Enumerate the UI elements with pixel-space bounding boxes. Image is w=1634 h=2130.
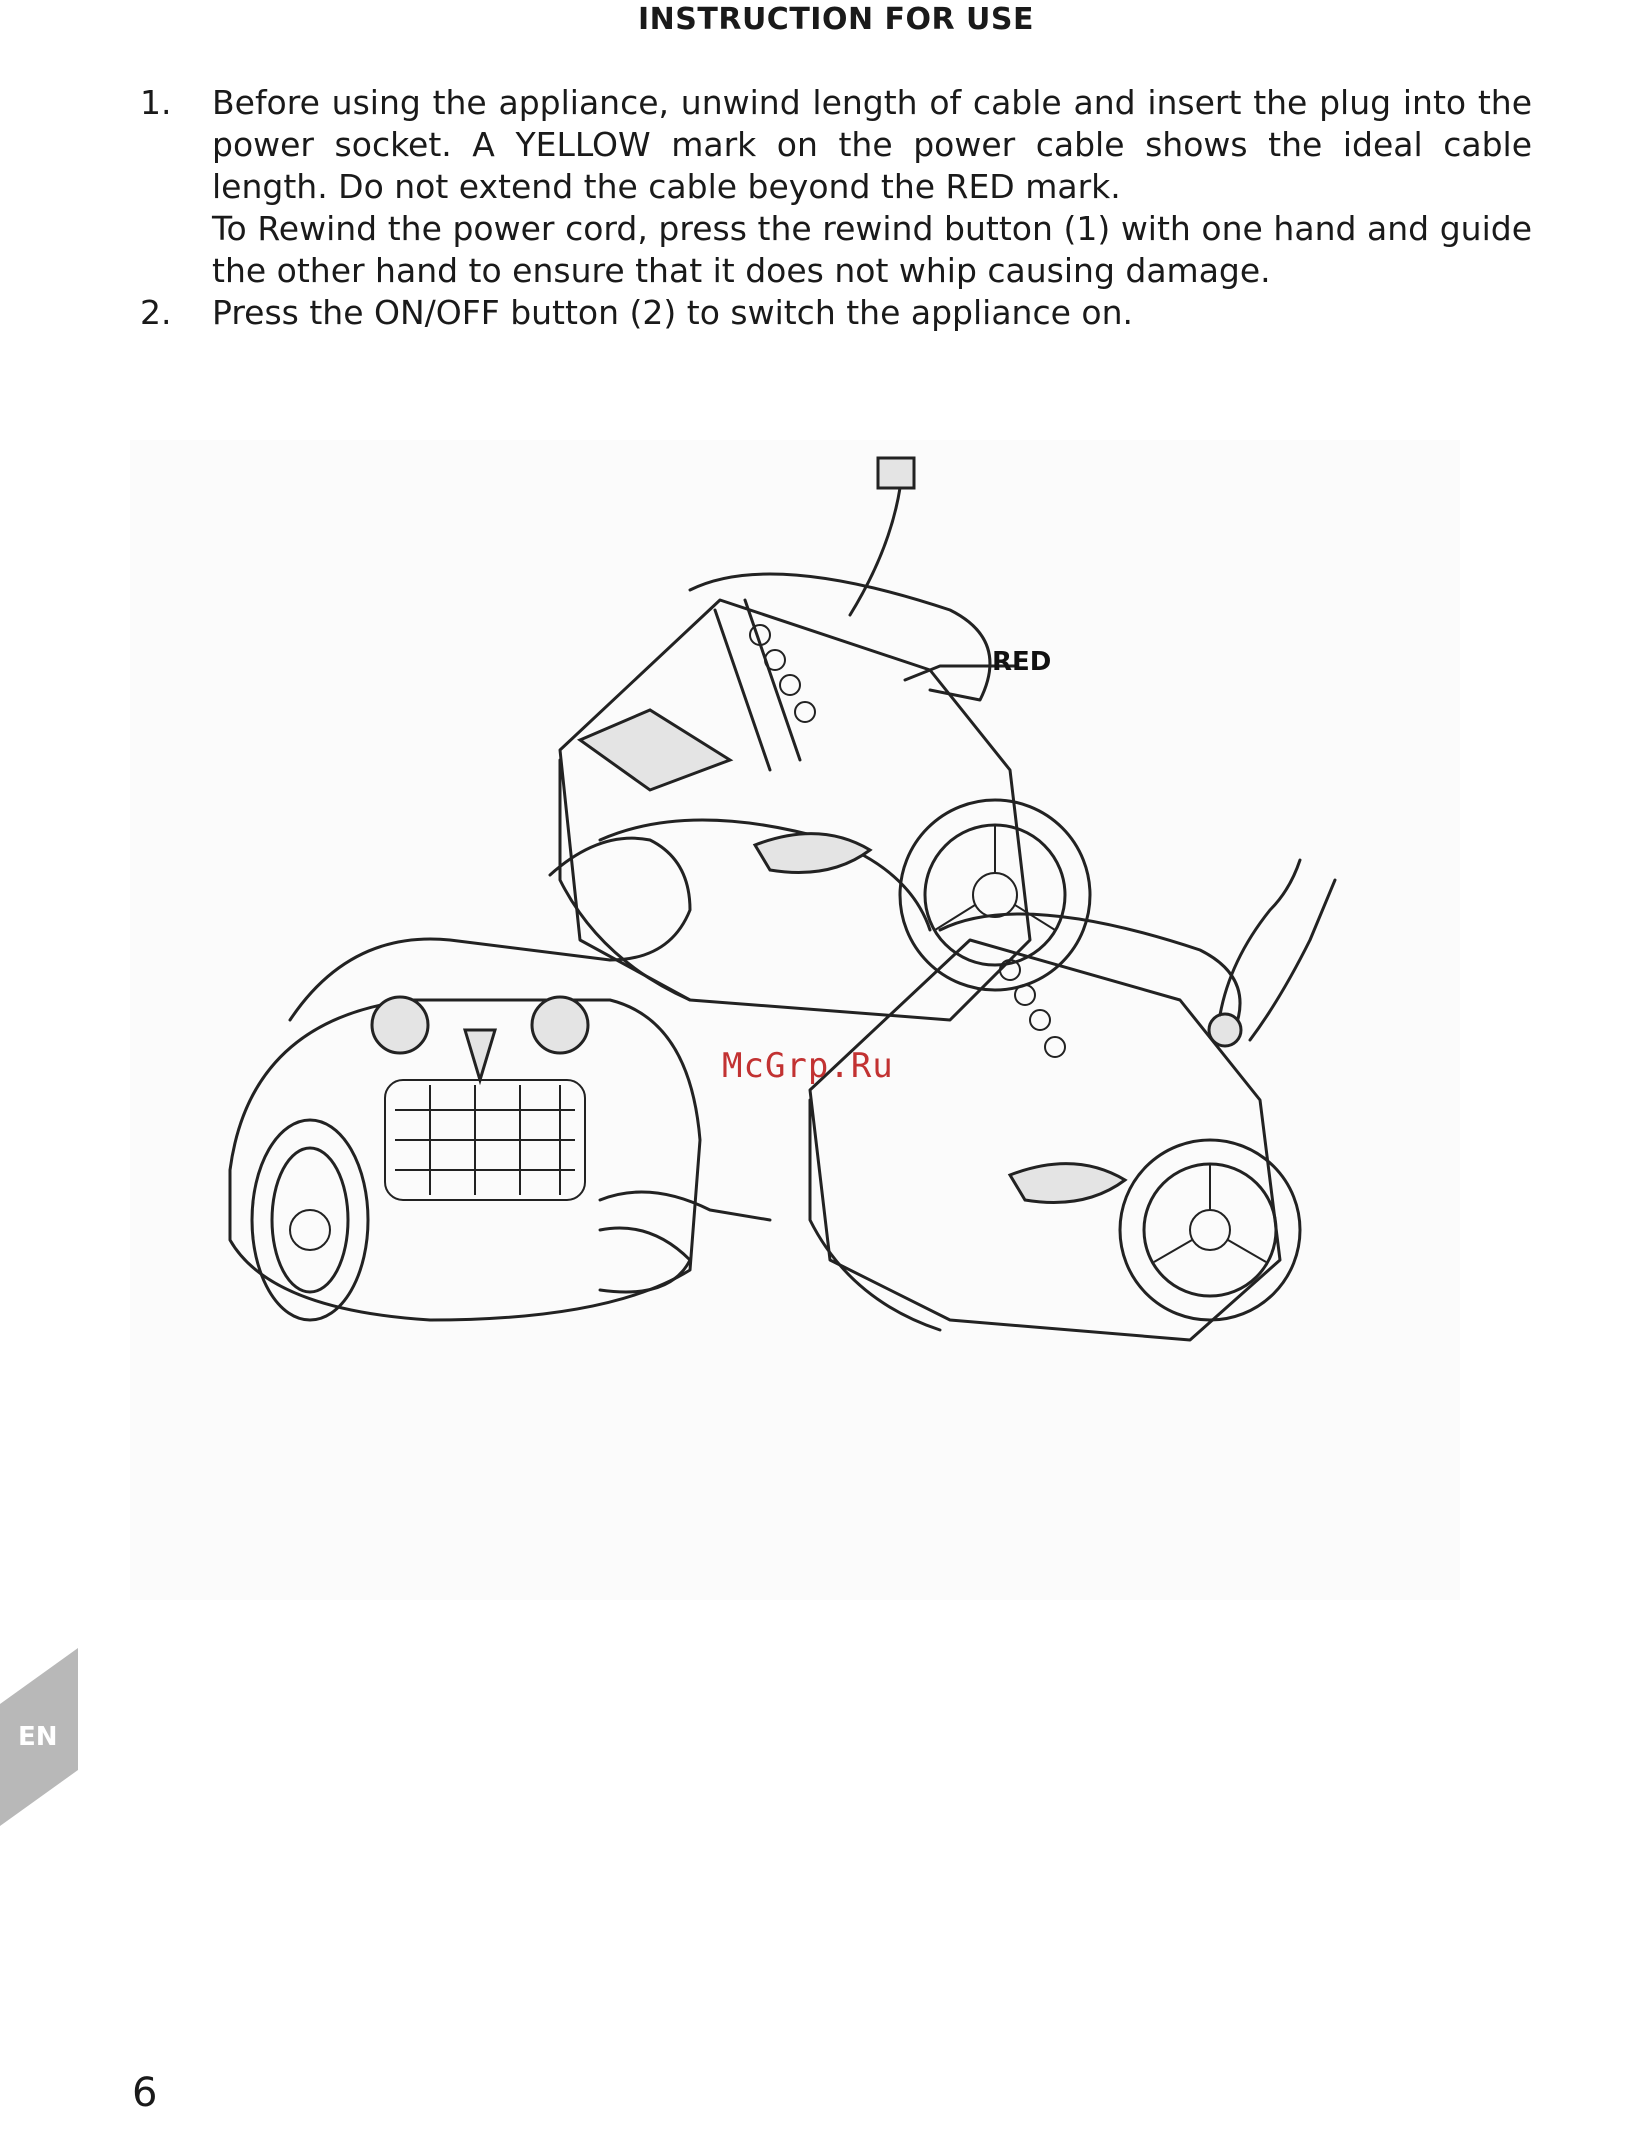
red-mark-callout: RED <box>992 647 1051 677</box>
step-text: Press the ON/OFF button (2) to switch th… <box>212 292 1532 334</box>
page-number: 6 <box>132 2070 158 2116</box>
instruction-steps: 1. Before using the appliance, unwind le… <box>140 82 1532 334</box>
step-number: 2. <box>140 293 172 332</box>
step-paragraph: To Rewind the power cord, press the rewi… <box>212 209 1532 290</box>
step-number: 1. <box>140 83 172 122</box>
watermark: McGrp.Ru <box>722 1046 894 1086</box>
step-paragraph: Press the ON/OFF button (2) to switch th… <box>212 293 1133 332</box>
vacuum-drawings: RED <box>228 456 1337 1342</box>
page-title: INSTRUCTION FOR USE <box>638 2 1034 37</box>
vacuum-cleaner-side-icon <box>808 858 1337 1342</box>
step-paragraph: Before using the appliance, unwind lengt… <box>212 83 1532 206</box>
instruction-step: 2. Press the ON/OFF button (2) to switch… <box>140 292 1532 334</box>
vacuum-cleaner-rear-icon <box>228 836 772 1322</box>
vacuum-cleaner-top-icon: RED <box>558 456 1092 1022</box>
instruction-step: 1. Before using the appliance, unwind le… <box>140 82 1532 292</box>
step-text: Before using the appliance, unwind lengt… <box>212 82 1532 292</box>
vacuum-illustration: RED <box>130 440 1460 1600</box>
language-tab-label: EN <box>18 1722 58 1752</box>
